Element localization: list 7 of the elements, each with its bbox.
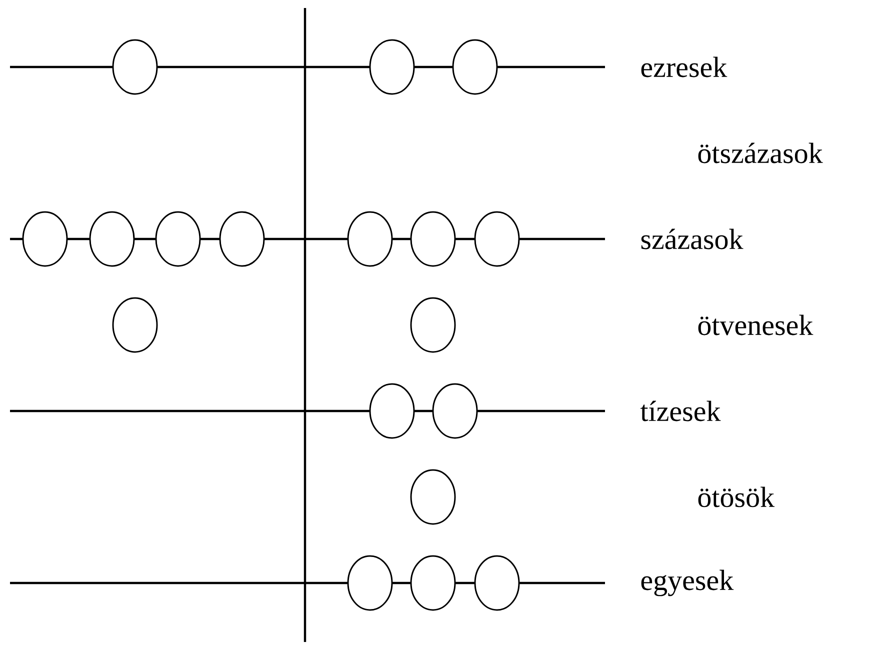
- row-label: százasok: [641, 228, 744, 250]
- row-label: ötvenesek: [698, 314, 814, 336]
- row-label: ötszázasok: [698, 142, 823, 164]
- row-label: ötösök: [698, 486, 775, 508]
- row-label: tízesek: [640, 400, 721, 422]
- row-label: egyesek: [641, 570, 734, 596]
- row-label: ezresek: [641, 56, 728, 78]
